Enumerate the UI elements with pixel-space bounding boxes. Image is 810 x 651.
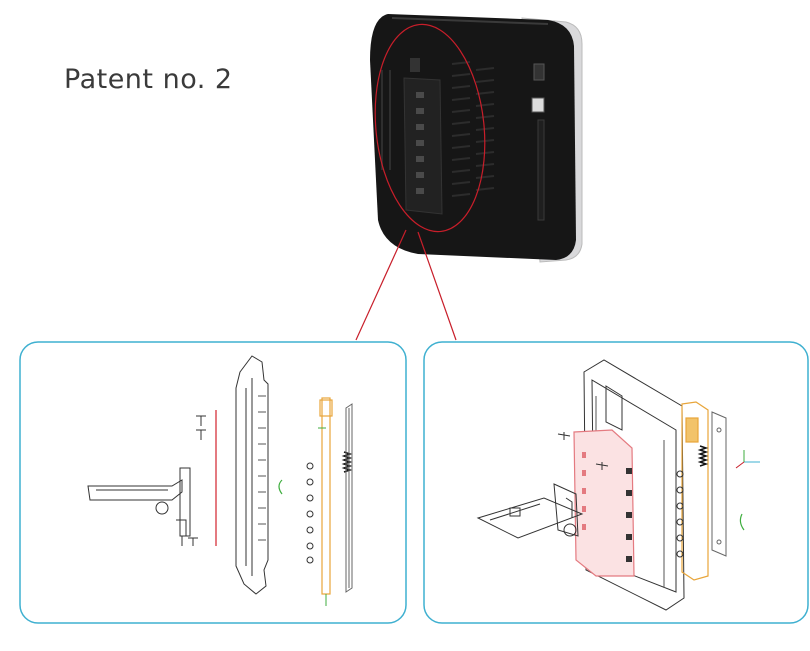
grey-plate-iso <box>711 411 727 557</box>
grey-rail-side <box>345 403 353 593</box>
device-back-photo <box>370 14 583 263</box>
exploded-isometric-view-panel <box>423 341 809 624</box>
page-title: Patent no. 2 <box>64 64 233 95</box>
orange-rail-iso <box>681 401 709 581</box>
spring-coil-iso <box>697 445 709 467</box>
green-clip <box>278 479 283 495</box>
axis-gizmo-icon <box>735 450 760 469</box>
ring-column <box>306 462 314 564</box>
screws-iso <box>557 432 609 470</box>
ring-column-iso <box>676 470 684 558</box>
bracket-arm-iso <box>476 483 584 539</box>
screws-left <box>188 415 206 546</box>
housing-profile <box>235 355 269 595</box>
bracket-arm <box>87 467 191 546</box>
green-clip-iso <box>739 513 745 531</box>
pink-plate-iso <box>573 429 635 577</box>
callout-lines <box>355 23 486 341</box>
exploded-side-view-panel <box>19 341 407 624</box>
